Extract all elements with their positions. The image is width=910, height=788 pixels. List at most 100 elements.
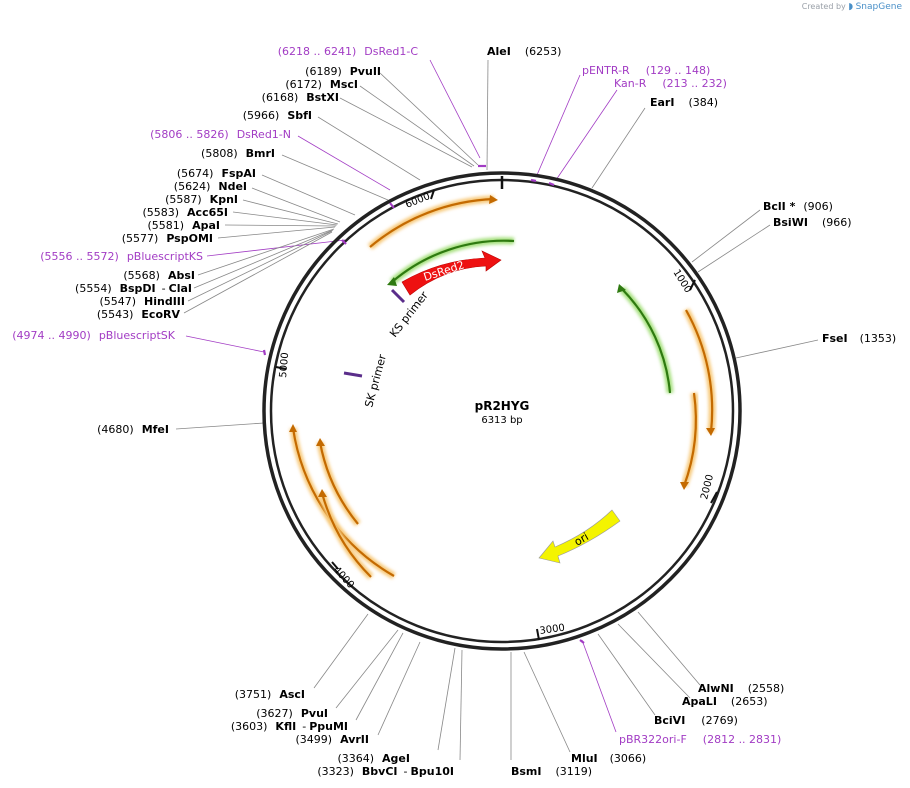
primer-mark-pbluescriptsk — [262, 349, 267, 356]
snapgene-logo-icon: ◗ — [848, 2, 854, 12]
primer-mark-pbluescriptks — [341, 239, 347, 245]
primer-label: pENTR-R(129 .. 148) — [582, 64, 710, 77]
primer-mark-pbr322ori-f — [579, 639, 585, 644]
backbone-outer — [262, 171, 742, 651]
enzyme-label: (5581)ApaI — [148, 219, 220, 232]
leader-mfei — [175, 422, 265, 430]
leader-fspai — [261, 174, 356, 216]
leader-bsiwi — [697, 224, 771, 273]
enzyme-label: (6172)MscI — [285, 78, 358, 91]
enzyme-label: (3603)KflI-PpuMI — [231, 720, 348, 733]
leader-absi — [197, 228, 335, 276]
feature-orange-left3 — [318, 441, 359, 525]
feature-green-right — [621, 288, 672, 394]
enzyme-label: (5543)EcoRV — [97, 308, 181, 321]
feature-orange-right2 — [682, 392, 697, 487]
enzyme-label: (5624)NdeI — [174, 180, 247, 193]
leader-eari — [591, 107, 646, 189]
enzyme-label: (3751)AscI — [235, 688, 305, 701]
primer-label: pBR322ori-F(2812 .. 2831) — [619, 733, 781, 746]
enzyme-label: (5808)BmrI — [201, 147, 275, 160]
feature-green-right-glow — [619, 286, 674, 394]
leader-bstxi — [339, 97, 473, 168]
primer-mark-kan-r — [548, 181, 555, 187]
leader-acc65i — [232, 211, 338, 226]
ori-feature — [538, 509, 621, 564]
feature-orange-right1 — [685, 309, 714, 433]
primer-mark-pentr-r — [530, 178, 537, 183]
orange-features — [289, 195, 716, 580]
enzyme-label: BciVI(2769) — [654, 714, 738, 727]
leader-asci — [313, 613, 369, 689]
leader-ecorv — [183, 231, 333, 314]
leader-fsei — [735, 339, 819, 359]
ruler-ticks — [275, 189, 718, 641]
enzyme-label: ApaLI(2653) — [682, 695, 768, 708]
feature-orange-left1-arrow-icon — [289, 424, 297, 432]
leader-kpni — [242, 199, 339, 225]
feature-orange-left2-arrow-icon — [318, 489, 327, 497]
feature-orange-top — [369, 197, 495, 248]
leader-pentr-r — [536, 74, 581, 176]
enzyme-label: (5577)PspOMI — [122, 232, 213, 245]
enzyme-label: (5568)AbsI — [123, 269, 195, 282]
ori-label: ori — [572, 530, 591, 548]
enzyme-label: MluI(3066) — [571, 752, 646, 765]
leader-ndei — [251, 187, 341, 223]
enzyme-label: EarI(384) — [650, 96, 718, 109]
feature-orange-right2-arrow-icon — [680, 482, 689, 490]
enzyme-label: (3627)PvuI — [256, 707, 328, 720]
sk-primer-mark-icon — [343, 371, 363, 378]
leader-lines — [175, 59, 819, 761]
enzyme-label: (6189)PvuII — [305, 65, 381, 78]
tick-1000 — [689, 279, 696, 291]
leader-kan-r — [555, 89, 618, 181]
leader-dsred1-n — [297, 135, 391, 191]
tick-label-1000: 1000 — [670, 268, 693, 295]
feature-green-top-arrow-icon — [387, 277, 397, 286]
leader-apali — [617, 623, 691, 699]
leader-sbfi — [317, 116, 421, 181]
leader-pspomi — [217, 226, 336, 239]
snapgene-credit: Created by ◗ SnapGene — [802, 2, 902, 12]
enzyme-label: BsmI(3119) — [511, 765, 592, 778]
leader-alwni — [637, 611, 701, 686]
enzyme-label: (5587)KpnI — [165, 193, 238, 206]
plasmid-size: 6313 bp — [481, 415, 522, 426]
feature-orange-left2 — [320, 492, 372, 578]
credit-brand: SnapGene — [855, 2, 902, 12]
enzyme-label: BsiWI(966) — [773, 216, 852, 229]
tick-5000 — [275, 366, 287, 370]
enzyme-label: (5674)FspAI — [177, 167, 256, 180]
green-features — [387, 237, 674, 394]
ks-primer-label: KS primer — [387, 289, 431, 340]
tick-3000 — [536, 628, 540, 641]
tick-6000 — [430, 189, 435, 200]
leader-hindiii — [187, 230, 333, 302]
primer-marks — [262, 164, 585, 644]
leader-alei — [486, 59, 489, 171]
enzyme-label: (5547)HindIII — [99, 295, 185, 308]
primer-label: (6218 .. 6241)DsRed1-C — [278, 45, 419, 58]
leader-claI — [193, 229, 334, 289]
primer-label: Kan-R(213 .. 232) — [614, 77, 727, 90]
enzyme-label: AlwNI(2558) — [698, 682, 784, 695]
enzyme-label: AleI(6253) — [487, 45, 561, 58]
enzyme-label: (5583)Acc65I — [142, 206, 228, 219]
tick-4000 — [331, 561, 339, 570]
enzyme-label: (3364)AgeI — [337, 752, 410, 765]
enzyme-label: (4680)MfeI — [97, 423, 169, 436]
leader-pbluescriptks — [206, 239, 346, 257]
primer-label: (5806 .. 5826)DsRed1-N — [150, 128, 291, 141]
leader-pbr322ori-f — [581, 639, 617, 733]
primer-mark-dsred1-n — [389, 202, 395, 209]
enzyme-label: (3323)BbvCI-Bpu10I — [317, 765, 454, 778]
feature-green-right-arrow-icon — [617, 284, 626, 293]
leader-pvuii — [379, 72, 479, 166]
sk-primer-label: SK primer — [362, 353, 389, 409]
leader-apai — [224, 224, 337, 227]
feature-orange-top-arrow-icon — [489, 195, 498, 204]
dsred2-feature — [401, 250, 502, 296]
leader-kfli — [355, 632, 404, 721]
leader-bcivi — [597, 633, 656, 716]
